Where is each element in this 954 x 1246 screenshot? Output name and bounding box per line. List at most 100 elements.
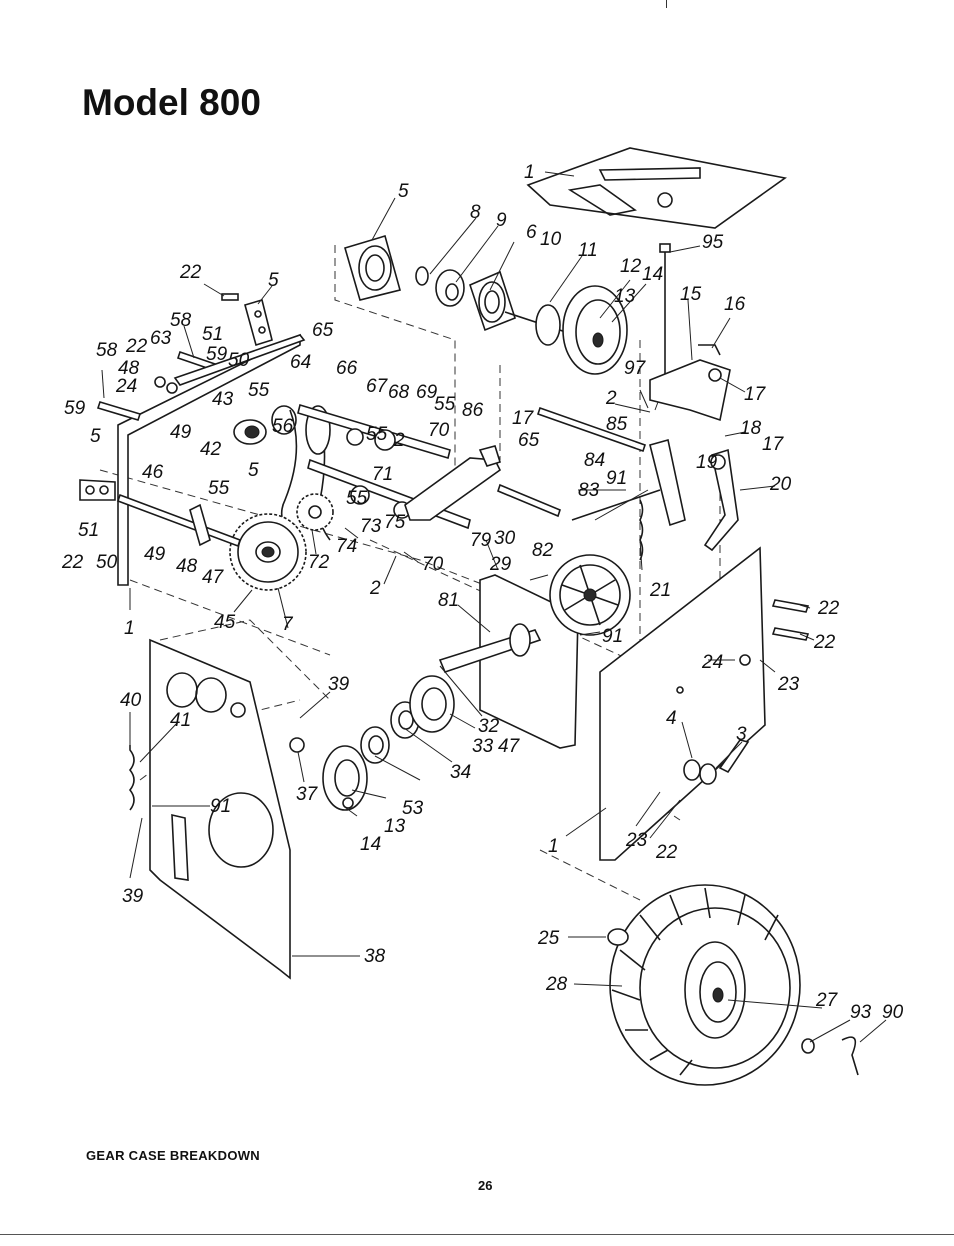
wheel-tire [609, 884, 801, 1086]
callout-42: 42 [200, 439, 222, 460]
callout-51-left: 51 [78, 520, 99, 541]
callout-18: 18 [740, 418, 762, 439]
page-edge-mark [666, 0, 667, 8]
callout-17-b: 17 [762, 434, 785, 455]
callout-70-a: 70 [428, 420, 450, 441]
lower-left-bracket [79, 479, 116, 501]
callout-19: 19 [696, 452, 718, 473]
callout-79: 79 [470, 530, 492, 551]
left-gearcase-plate [149, 638, 291, 980]
top-plate [526, 147, 787, 229]
bearing-flange-top [344, 234, 401, 301]
callout-91-mid: 91 [602, 626, 623, 647]
callout-39-bottom: 39 [122, 886, 144, 907]
callout-2-b: 2 [605, 388, 617, 409]
figure-caption: GEAR CASE BREAKDOWN [86, 1148, 260, 1163]
callout-75: 75 [384, 512, 406, 533]
left-bolts [96, 350, 217, 421]
callout-22-left: 22 [61, 552, 84, 573]
callout-1-bottom: 1 [548, 836, 559, 857]
callout-95: 95 [702, 232, 724, 253]
callout-86: 86 [462, 400, 484, 421]
shift-fork [404, 445, 502, 521]
upper-shaft [173, 334, 306, 386]
callout-67: 67 [366, 376, 389, 397]
callout-69: 69 [416, 382, 438, 403]
spring-40 [128, 745, 135, 811]
callout-63: 63 [150, 328, 172, 349]
callout-43: 43 [212, 389, 234, 410]
callout-59-a: 59 [206, 344, 228, 365]
callout-81: 81 [438, 590, 459, 611]
callout-66: 66 [336, 358, 358, 379]
callout-59-b: 59 [64, 398, 86, 419]
lever-and-spring [571, 439, 686, 561]
callout-33-a: 33 [472, 736, 494, 757]
callout-49-top: 49 [170, 422, 192, 443]
callout-41: 41 [170, 710, 191, 731]
gear-case-housing [479, 554, 631, 749]
shaft-collars [415, 266, 516, 332]
callout-27: 27 [815, 990, 839, 1011]
idler-bracket [649, 344, 731, 422]
callout-6: 6 [526, 222, 537, 243]
callout-73: 73 [360, 516, 382, 537]
callout-22-b: 22 [125, 336, 148, 357]
callout-10: 10 [540, 229, 562, 250]
callout-5-left: 5 [90, 426, 101, 447]
callout-37: 37 [296, 784, 319, 805]
callout-17-c: 17 [512, 408, 535, 429]
callout-55-d: 55 [208, 478, 230, 499]
callout-5-mid: 5 [248, 460, 259, 481]
callout-51-top: 51 [202, 324, 223, 345]
callout-5-top: 5 [398, 181, 409, 202]
callout-14-top: 14 [642, 264, 663, 285]
callout-8: 8 [470, 202, 481, 223]
page-number: 26 [478, 1178, 493, 1193]
callout-5-top-left: 5 [268, 270, 279, 291]
callout-16: 16 [724, 294, 746, 315]
callout-21: 21 [649, 580, 671, 601]
callout-22-right-b: 22 [813, 632, 836, 653]
callout-25: 25 [537, 928, 560, 949]
axle-washers [683, 739, 750, 785]
control-rods [497, 406, 647, 518]
leader-lines [101, 171, 887, 1043]
callout-24-right: 24 [701, 652, 723, 673]
input-shaft [438, 623, 542, 673]
callout-93: 93 [850, 1002, 872, 1023]
callout-55-e: 55 [346, 488, 368, 509]
countershaft [297, 403, 451, 460]
callout-40: 40 [120, 690, 142, 711]
wheel-spacer [607, 928, 629, 946]
callout-45: 45 [214, 612, 236, 633]
callout-47-mid: 47 [498, 736, 521, 757]
callout-30: 30 [494, 528, 516, 549]
callout-1-left: 1 [124, 618, 135, 639]
callout-47-left: 47 [202, 567, 225, 588]
right-bolts [739, 599, 810, 666]
callout-23-bottom: 23 [625, 830, 648, 851]
shift-lever [703, 448, 739, 552]
callout-7: 7 [282, 614, 294, 635]
callout-50-top: 50 [228, 350, 250, 371]
callout-56: 56 [272, 416, 294, 437]
output-bearings [289, 675, 455, 811]
callout-50-left: 50 [96, 552, 118, 573]
callout-13-bottom: 13 [384, 816, 406, 837]
page-title: Model 800 [82, 82, 261, 123]
callout-72: 72 [308, 552, 330, 573]
callout-11: 11 [578, 240, 598, 261]
callout-83: 83 [578, 480, 600, 501]
callout-64: 64 [290, 352, 311, 373]
callout-22-right-a: 22 [817, 598, 840, 619]
callout-91-right: 91 [606, 468, 627, 489]
callout-74: 74 [336, 536, 357, 557]
callout-22-top-left: 22 [179, 262, 202, 283]
callout-3: 3 [736, 724, 747, 745]
callout-13-top: 13 [614, 286, 636, 307]
callout-29: 29 [489, 554, 512, 575]
sprocket-shaft [116, 493, 242, 548]
callout-4: 4 [666, 708, 677, 729]
